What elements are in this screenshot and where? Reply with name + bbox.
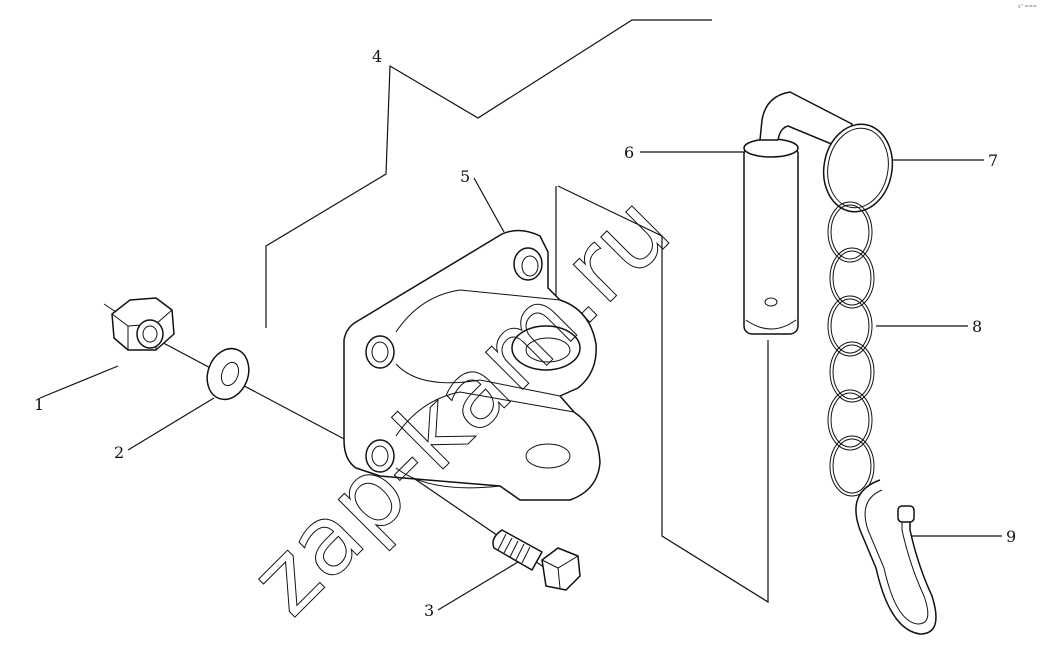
hex-nut-part [103, 297, 175, 351]
callout-4: 4 [372, 47, 382, 66]
washer-part [206, 347, 250, 401]
callout-5: 5 [460, 167, 470, 186]
callout-1: 1 [34, 395, 44, 414]
spring-clip-part [855, 479, 937, 635]
bolt-part [492, 529, 581, 591]
corner-mark: s" === [1018, 4, 1037, 10]
watermark-text: zap-kam.ru [229, 174, 691, 636]
chain-part [827, 201, 875, 497]
callout-3: 3 [424, 601, 434, 620]
tow-bracket-part [343, 229, 601, 501]
callout-7: 7 [988, 151, 998, 170]
pin-part [743, 91, 868, 335]
callout-8: 8 [972, 317, 982, 336]
callout-labels: 1 2 3 4 5 6 7 8 9 [34, 47, 1016, 620]
ring-part [822, 123, 894, 213]
leader-lines [39, 19, 1002, 611]
callout-9: 9 [1006, 527, 1016, 546]
callout-2: 2 [114, 443, 124, 462]
callout-6: 6 [624, 143, 634, 162]
